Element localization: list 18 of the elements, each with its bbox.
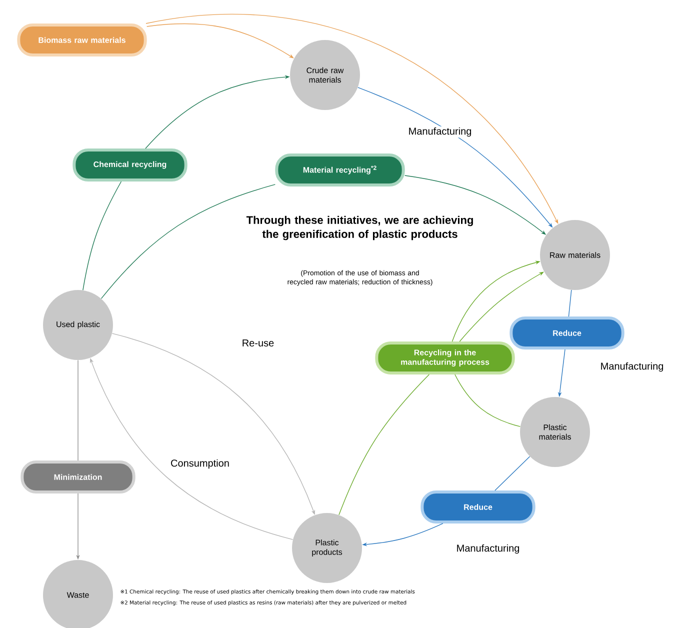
process-pill: Reduce <box>420 490 536 524</box>
circle-node: Plastic materials <box>520 397 590 467</box>
edge-label: Re-use <box>240 338 276 348</box>
process-pill: Material recycling$^{*2}$ <box>275 154 405 186</box>
process-pill: Reduce <box>510 316 624 350</box>
circle-node: Raw materials <box>540 220 610 290</box>
process-pill: Chemical recycling <box>72 148 188 182</box>
circle-node: Used plastic <box>43 290 113 360</box>
process-pill: Minimization <box>20 460 136 494</box>
circle-node: Plastic products <box>292 513 362 583</box>
heading: Through these initiatives, we are achieving the greenification of plastic products <box>246 216 473 240</box>
circle-node: Crude raw materials <box>290 40 360 110</box>
edge-label: Manufacturing <box>599 361 665 373</box>
edge-label: Manufacturing <box>455 543 521 555</box>
edge-label: Manufacturing <box>407 126 473 138</box>
process-pill: Biomass raw materials <box>17 24 147 56</box>
process-pill: Recycling in the manufacturing process <box>375 342 515 374</box>
edge-label: Consumption <box>170 458 230 470</box>
